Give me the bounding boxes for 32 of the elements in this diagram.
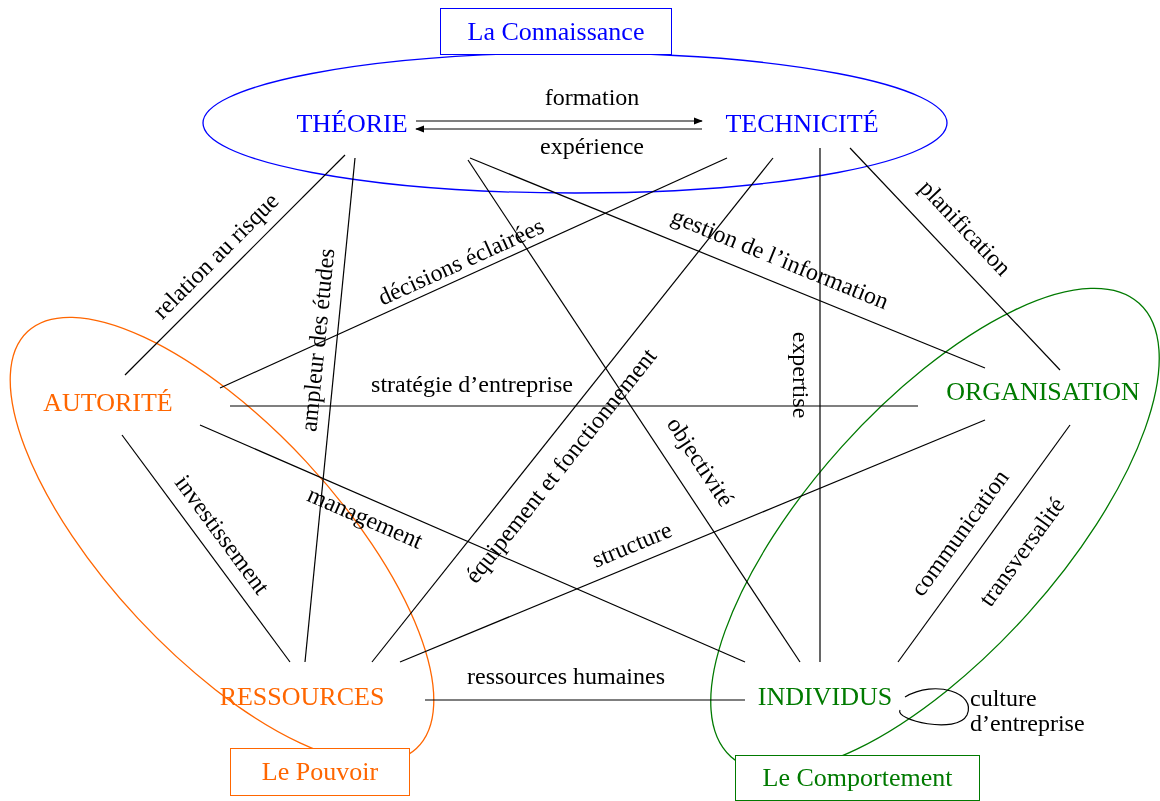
- connector-line: [371, 157, 774, 663]
- connector-line: [469, 157, 986, 369]
- edge-label: expertise: [787, 331, 813, 419]
- concept-label: AUTORITÉ: [39, 386, 177, 420]
- group-label: Le Pouvoir: [230, 748, 410, 796]
- edge-label: formation: [544, 85, 640, 111]
- edge-label: ressources humaines: [467, 664, 665, 690]
- group-label: Le Comportement: [735, 755, 980, 801]
- edge-label: culture d’entreprise: [970, 686, 1086, 737]
- connector-line: [229, 405, 919, 407]
- edge-label: expérience: [540, 134, 644, 160]
- edge-label: ampleur des études: [296, 247, 340, 433]
- connector-line: [399, 419, 986, 663]
- connector-line: [124, 154, 346, 376]
- concept-label: RESSOURCES: [215, 680, 389, 714]
- connector-line: [819, 147, 821, 663]
- arrow: [415, 125, 703, 133]
- connector-line: [219, 157, 728, 389]
- connector-line: [899, 688, 970, 726]
- connector-line: [304, 157, 356, 663]
- connector-line: [467, 159, 801, 663]
- concept-label: INDIVIDUS: [753, 680, 897, 714]
- concept-label: TECHNICITÉ: [721, 107, 883, 141]
- connector-line: [121, 434, 291, 663]
- concept-label: ORGANISATION: [942, 375, 1144, 409]
- connector-line: [199, 424, 746, 663]
- concept-label: THÉORIE: [292, 107, 412, 141]
- connector-line: [849, 147, 1061, 371]
- connector-line: [424, 699, 746, 701]
- group-label: La Connaissance: [440, 8, 672, 55]
- connector-line: [897, 424, 1071, 663]
- arrow: [415, 117, 703, 125]
